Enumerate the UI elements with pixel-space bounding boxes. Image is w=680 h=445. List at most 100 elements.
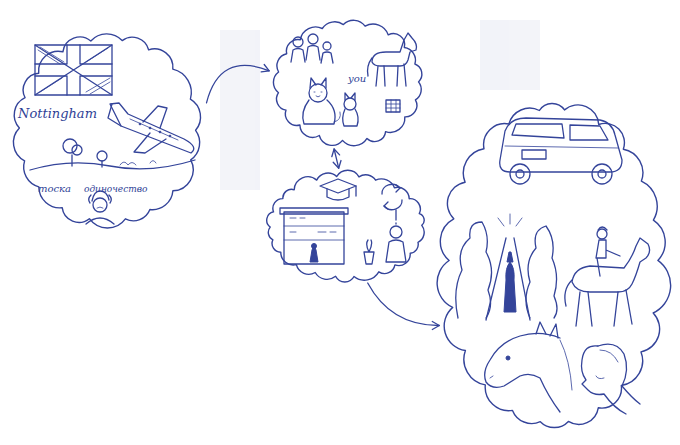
cloud-bubble xyxy=(262,168,430,285)
sketch-stroke xyxy=(72,145,82,155)
sketch-stroke xyxy=(293,37,303,47)
sketch-stroke xyxy=(480,20,540,90)
sketch-stroke xyxy=(97,151,107,161)
person-with-plant xyxy=(364,210,406,264)
cloud-bubble: Nottingham тоска одиночество xyxy=(5,25,210,235)
handwritten-label: одиночество xyxy=(84,184,147,194)
handwritten-label: тоска xyxy=(38,183,71,194)
shop-window xyxy=(280,208,348,264)
sketch-stroke xyxy=(522,150,546,159)
sketch-stroke xyxy=(592,164,612,184)
sketch-stroke xyxy=(597,229,607,239)
arrow-connector xyxy=(368,283,440,330)
sketch-stroke xyxy=(536,322,558,338)
horse xyxy=(368,33,417,86)
sketch-stroke xyxy=(384,185,400,209)
sketch-stroke xyxy=(345,93,355,100)
handwritten-label: Nottingham xyxy=(18,106,97,121)
cloud-outline xyxy=(432,92,675,440)
cloud-bubble: you xyxy=(268,15,428,150)
sketch-stroke xyxy=(572,238,650,292)
sketch-stroke xyxy=(35,45,112,95)
sketch-stroke xyxy=(510,164,530,184)
sketch-stroke xyxy=(159,131,161,133)
text-holder: Nottingham xyxy=(18,103,97,122)
forest-road xyxy=(456,214,557,320)
sketch-stroke xyxy=(284,218,344,240)
sketch-stroke xyxy=(149,127,151,129)
sketch-stroke xyxy=(344,98,356,110)
car xyxy=(500,118,622,184)
sketch-stroke xyxy=(291,49,305,63)
sketch-stroke xyxy=(327,186,356,200)
sketch-stroke xyxy=(309,84,327,102)
sketch-stroke xyxy=(71,155,72,166)
sketch-stroke xyxy=(596,350,618,379)
sketch-stroke xyxy=(308,34,318,44)
handwritten-label: you xyxy=(348,73,366,84)
sketch-stroke xyxy=(456,222,492,318)
sketch-stroke xyxy=(582,346,627,414)
sketch-stroke xyxy=(320,179,356,193)
sketch-stroke xyxy=(97,207,103,208)
sketch-stroke xyxy=(598,344,640,404)
sketch-stroke xyxy=(280,208,348,214)
sketch-stroke xyxy=(507,252,513,262)
sketch-stroke xyxy=(169,135,171,137)
landscape xyxy=(30,139,195,170)
connector-line xyxy=(207,65,270,102)
graduation-cap xyxy=(320,179,356,200)
sketch-stroke xyxy=(395,210,396,224)
sketch-stroke xyxy=(598,227,607,230)
sketch-stroke xyxy=(35,45,112,95)
sketch-stroke xyxy=(512,124,608,140)
grid-square xyxy=(386,100,400,112)
sketch-stroke xyxy=(310,247,318,262)
cloud-stroke xyxy=(437,103,671,427)
sketch-stroke xyxy=(343,109,358,126)
cloud-bubble xyxy=(432,92,675,440)
sketch-stroke xyxy=(134,133,166,153)
sketch-stroke xyxy=(110,103,194,153)
sketch-stroke xyxy=(130,119,178,140)
cloud-stroke xyxy=(267,170,424,282)
sketch-stroke xyxy=(323,42,331,50)
cats xyxy=(303,78,358,126)
sketch-stroke xyxy=(284,212,344,264)
sketch-stroke xyxy=(364,240,374,264)
sketch-stroke xyxy=(498,214,522,226)
sketch-stroke xyxy=(516,170,524,178)
sketch-stroke xyxy=(314,92,340,122)
sketch-stroke xyxy=(321,52,333,63)
cloud-outline xyxy=(262,168,430,285)
sketch-stroke xyxy=(220,30,260,190)
sketch-stroke xyxy=(101,161,102,167)
arrowhead xyxy=(333,161,341,169)
text-holder: одиночество xyxy=(84,177,147,196)
sketch-stroke xyxy=(505,146,618,148)
sketch-stroke xyxy=(93,198,107,212)
sketch-stroke xyxy=(120,161,156,166)
arrowhead xyxy=(332,149,340,157)
sketch-stroke xyxy=(386,100,400,112)
text-holder: тоска xyxy=(38,177,71,196)
arrowhead xyxy=(261,65,269,72)
arrowhead xyxy=(432,322,439,330)
sketch-stroke xyxy=(368,58,407,86)
airplane xyxy=(108,103,194,153)
arrow-connector xyxy=(332,149,341,168)
sketch-stroke xyxy=(504,262,516,312)
sketch-stroke xyxy=(490,340,572,390)
sketch-stroke xyxy=(596,240,620,276)
connector-line xyxy=(368,283,440,326)
sketch-stroke xyxy=(143,106,167,128)
sketch-stroke xyxy=(390,226,402,238)
sketch-stroke xyxy=(386,240,406,262)
sketch-stroke xyxy=(108,104,121,126)
sketch-stroke xyxy=(312,244,317,249)
sketch-stroke xyxy=(382,184,402,209)
cloud-stroke xyxy=(13,34,200,228)
